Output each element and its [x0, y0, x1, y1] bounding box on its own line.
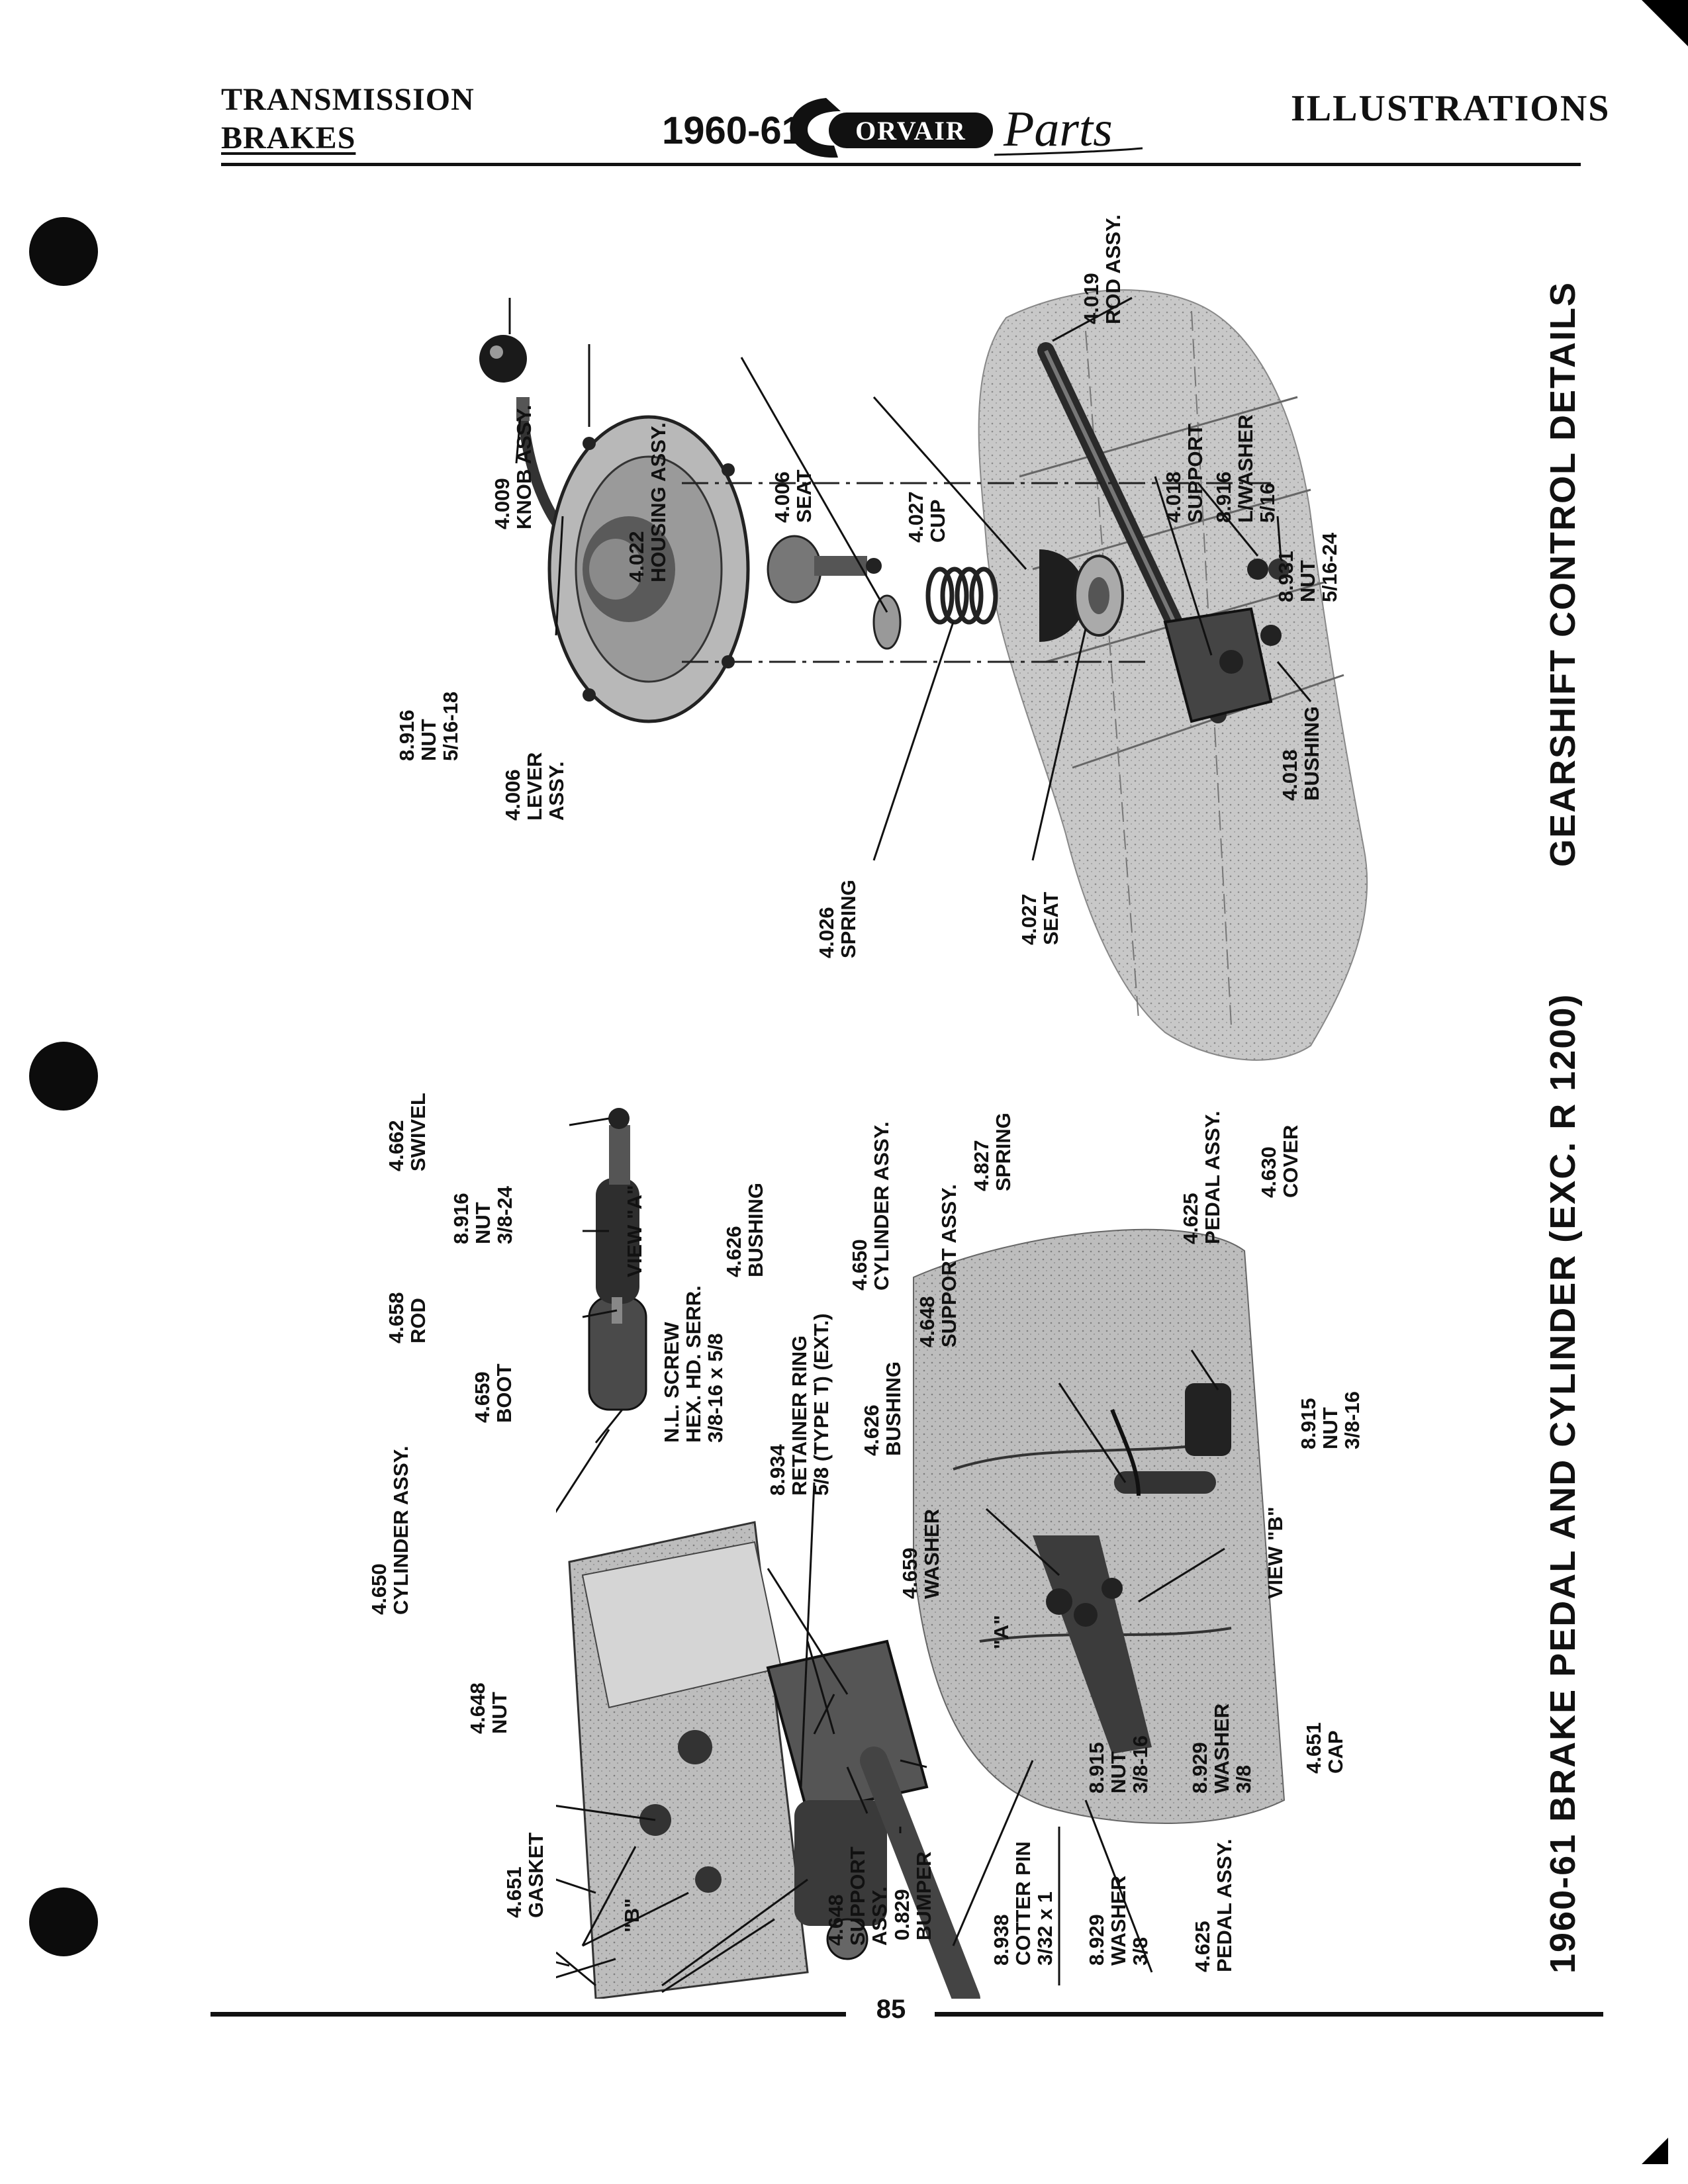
view-b-background	[913, 1228, 1286, 1824]
binder-hole-bottom	[29, 1888, 98, 1956]
gearshift-exploded-view	[371, 199, 1377, 1072]
logo-word: ORVAIR	[855, 116, 966, 146]
header-year: 1960-61	[662, 109, 803, 152]
gearshift-section-title: GEARSHIFT CONTROL DETAILS	[1543, 281, 1583, 867]
section-heading: TRANSMISSION BRAKES	[221, 81, 475, 158]
footer-rule-right	[935, 2012, 1603, 2017]
binder-hole-middle	[29, 1042, 98, 1111]
pedal-arm	[860, 1747, 980, 1999]
brake-pedal-exploded-view	[556, 1099, 1297, 1999]
corner-mark-bottom	[1642, 2138, 1668, 2164]
nut-part	[1268, 559, 1289, 580]
seat-part	[872, 594, 902, 650]
label-view-a: VIEW "A"	[623, 1185, 646, 1277]
footer-rule-left	[211, 2012, 846, 2017]
label-marker-b: "B"	[620, 1898, 643, 1933]
shift-knob	[479, 335, 527, 383]
section-line-brakes: BRAKES	[221, 120, 356, 156]
cup-part	[1039, 549, 1086, 642]
washer-part	[1247, 559, 1268, 580]
corner-mark-top	[1642, 0, 1688, 46]
brake-leader-lines	[556, 1117, 1225, 1993]
binder-hole-top	[29, 217, 98, 286]
header-rule	[221, 163, 1581, 166]
label-view-b: VIEW "B"	[1264, 1506, 1287, 1599]
cylinder-view-a	[588, 1108, 647, 1411]
header-title: ILLUSTRATIONS	[1291, 88, 1611, 129]
page-number: 85	[876, 1995, 906, 2024]
spring-part	[925, 567, 998, 625]
return-spring	[1110, 1408, 1141, 1496]
brake-section-title: 1960-61 BRAKE PEDAL AND CYLINDER (EXC. R…	[1543, 993, 1583, 1974]
logo-script: Parts	[1003, 101, 1113, 157]
master-cylinder	[766, 1639, 929, 1815]
pedal-cover	[1185, 1383, 1231, 1456]
corvair-parts-logo: ORVAIR Parts	[785, 93, 1156, 165]
section-line-transmission: TRANSMISSION	[221, 82, 475, 117]
support-bracket	[1163, 607, 1273, 723]
label-marker-a: "A"	[990, 1615, 1013, 1649]
gearshift-leader-lines	[508, 296, 1312, 861]
